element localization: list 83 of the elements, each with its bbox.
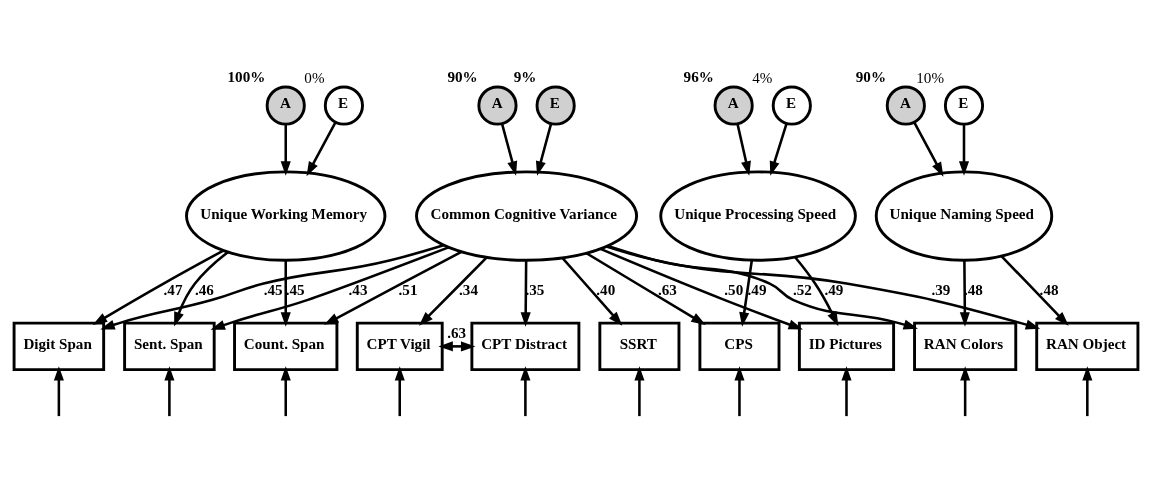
node-circle: A — [265, 85, 306, 126]
edge-label: .46 — [194, 280, 214, 297]
arrow — [418, 255, 488, 326]
node-box: SSRT — [598, 321, 681, 371]
edge-label: .40 — [596, 280, 616, 297]
edge-label: .52 — [792, 280, 812, 297]
arrow — [520, 260, 531, 327]
arrow — [280, 260, 291, 327]
node-box: CPT Distract — [470, 321, 581, 371]
arrow — [736, 123, 751, 176]
node-circle: A — [885, 85, 926, 126]
node-label: 90% — [855, 68, 887, 85]
edge-label: .49 — [747, 280, 767, 297]
edge-label: .51 — [398, 280, 418, 297]
node-box: CPS — [698, 321, 781, 371]
arrow — [960, 365, 971, 416]
arrow — [959, 260, 970, 327]
node-circle: E — [535, 85, 576, 126]
arrow — [1000, 254, 1069, 326]
node-box: Count. Span — [233, 321, 339, 371]
node-label: 96% — [683, 68, 714, 85]
node-ellipse: Common Cognitive Variance — [415, 169, 639, 262]
arrow — [210, 245, 449, 330]
node-box: Sent. Span — [123, 321, 216, 371]
node-label: 9% — [513, 68, 537, 85]
edge-label: .47 — [163, 280, 183, 297]
arrow — [280, 365, 291, 416]
node-circle: E — [323, 85, 364, 126]
edge-label: .50 — [724, 280, 744, 297]
arrow — [585, 251, 706, 325]
node-box: RAN Colors — [913, 321, 1018, 371]
arrow — [739, 259, 754, 327]
arrow — [394, 365, 405, 416]
arrow — [561, 256, 623, 326]
edge-label: .48 — [1039, 280, 1059, 297]
arrow — [500, 122, 518, 176]
arrow — [438, 340, 476, 351]
arrow — [599, 247, 803, 330]
node-label: 0% — [304, 69, 325, 86]
edge-label: .43 — [348, 280, 368, 297]
edge-label: .35 — [525, 280, 545, 297]
arrow — [958, 124, 970, 176]
edge-label: .34 — [459, 280, 478, 297]
node-label: 90% — [447, 68, 478, 85]
arrow — [280, 124, 291, 176]
node-box: RAN Object — [1035, 321, 1140, 371]
node-ellipse: Unique Processing Speed — [659, 169, 857, 262]
edge-label: .63 — [658, 280, 677, 297]
node-circle: A — [713, 85, 754, 126]
node-box: CPT Vigil — [355, 321, 444, 371]
arrow — [174, 250, 229, 326]
arrow — [607, 244, 918, 329]
node-ellipse: Unique Working Memory — [185, 169, 387, 262]
arrow — [634, 365, 645, 416]
arrow — [793, 255, 839, 326]
arrow — [92, 248, 224, 325]
arrow — [306, 121, 337, 176]
node-ellipse: Unique Naming Speed — [874, 169, 1054, 262]
arrow — [841, 365, 852, 416]
arrow — [734, 365, 745, 416]
edge-label: .45 — [285, 280, 305, 297]
arrow — [913, 121, 944, 177]
arrow — [324, 250, 462, 325]
node-circle: E — [943, 85, 985, 126]
node-circle: A — [477, 85, 518, 126]
edge-label: .49 — [824, 280, 844, 297]
node-circle: E — [771, 85, 812, 126]
arrow — [53, 365, 64, 416]
arrow — [606, 244, 1041, 329]
node-box: Digit Span — [12, 321, 106, 371]
arrow — [535, 122, 553, 176]
arrow — [164, 365, 175, 416]
node-box: ID Pictures — [797, 321, 896, 371]
arrow — [769, 122, 788, 176]
edge-label: .45 — [263, 280, 283, 297]
arrow — [100, 243, 444, 330]
edge-label: .63 — [447, 324, 467, 341]
arrow — [520, 365, 531, 416]
node-label: 100% — [227, 68, 266, 85]
edge-label: .39 — [931, 280, 951, 297]
node-label: 10% — [916, 69, 944, 86]
node-label: 4% — [752, 69, 773, 86]
arrow — [1082, 365, 1093, 416]
